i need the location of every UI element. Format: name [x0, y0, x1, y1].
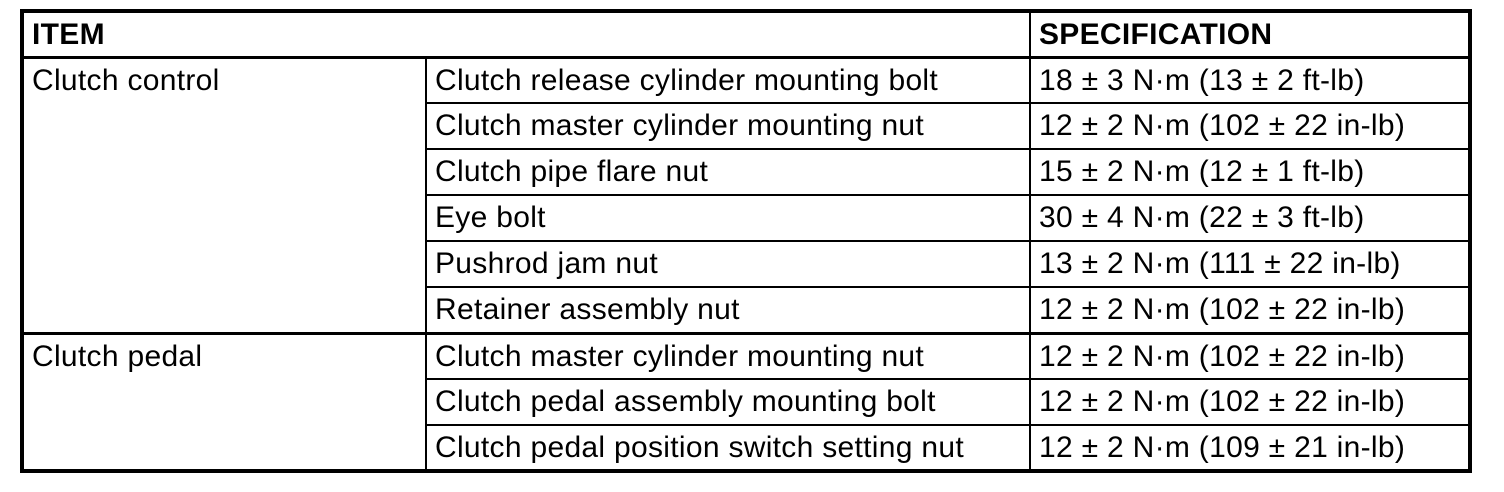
spec-value-cell: 18 ± 3 N·m (13 ± 2 ft-lb)	[1029, 55, 1471, 104]
spec-value-cell: 30 ± 4 N·m (22 ± 3 ft-lb)	[1029, 194, 1471, 242]
spec-value-cell: 12 ± 2 N·m (102 ± 22 in-lb)	[1029, 331, 1471, 380]
item-name-cell: Clutch pedal assembly mounting bolt	[425, 378, 1031, 426]
item-name-cell: Clutch master cylinder mounting nut	[425, 102, 1031, 150]
spec-value-cell: 12 ± 2 N·m (109 ± 21 in-lb)	[1029, 424, 1471, 472]
table-row: Retainer assembly nut 12 ± 2 N·m (102 ± …	[22, 286, 1471, 334]
item-name-cell: Pushrod jam nut	[425, 240, 1031, 288]
table-row: Clutch master cylinder mounting nut 12 ±…	[22, 102, 1471, 150]
column-header-specification: SPECIFICATION	[1029, 10, 1471, 59]
item-name-cell: Retainer assembly nut	[425, 286, 1031, 334]
table-row: Pushrod jam nut 13 ± 2 N·m (111 ± 22 in-…	[22, 240, 1471, 288]
item-name-cell: Clutch release cylinder mounting bolt	[425, 55, 1031, 104]
spec-value-cell: 12 ± 2 N·m (102 ± 22 in-lb)	[1029, 286, 1471, 334]
group-name-cell: Clutch control	[21, 55, 427, 334]
group-name-cell: Clutch pedal	[21, 331, 427, 472]
item-name-cell: Clutch pipe flare nut	[425, 148, 1031, 196]
item-name-cell: Clutch pedal position switch setting nut	[425, 424, 1031, 472]
table-row: Clutch pedal position switch setting nut…	[22, 424, 1471, 472]
table-row: Clutch control Clutch release cylinder m…	[21, 55, 1471, 334]
spec-value-cell: 12 ± 2 N·m (102 ± 22 in-lb)	[1029, 378, 1471, 426]
column-header-item: ITEM	[21, 10, 1031, 59]
table-row: Clutch pedal assembly mounting bolt 12 ±…	[22, 378, 1471, 426]
spec-value-cell: 12 ± 2 N·m (102 ± 22 in-lb)	[1029, 102, 1471, 150]
item-name-cell: Clutch master cylinder mounting nut	[425, 331, 1031, 380]
table-row: Clutch pipe flare nut 15 ± 2 N·m (12 ± 1…	[22, 148, 1471, 196]
table-row: Clutch pedal Clutch master cylinder moun…	[21, 331, 1471, 472]
torque-spec-table: ITEM SPECIFICATION Clutch control Clutch…	[20, 9, 1472, 473]
spec-value-cell: 13 ± 2 N·m (111 ± 22 in-lb)	[1029, 240, 1471, 288]
table-header-row: ITEM SPECIFICATION	[21, 10, 1471, 59]
item-name-cell: Eye bolt	[425, 194, 1031, 242]
table-row: Eye bolt 30 ± 4 N·m (22 ± 3 ft-lb)	[22, 194, 1471, 242]
spec-value-cell: 15 ± 2 N·m (12 ± 1 ft-lb)	[1029, 148, 1471, 196]
